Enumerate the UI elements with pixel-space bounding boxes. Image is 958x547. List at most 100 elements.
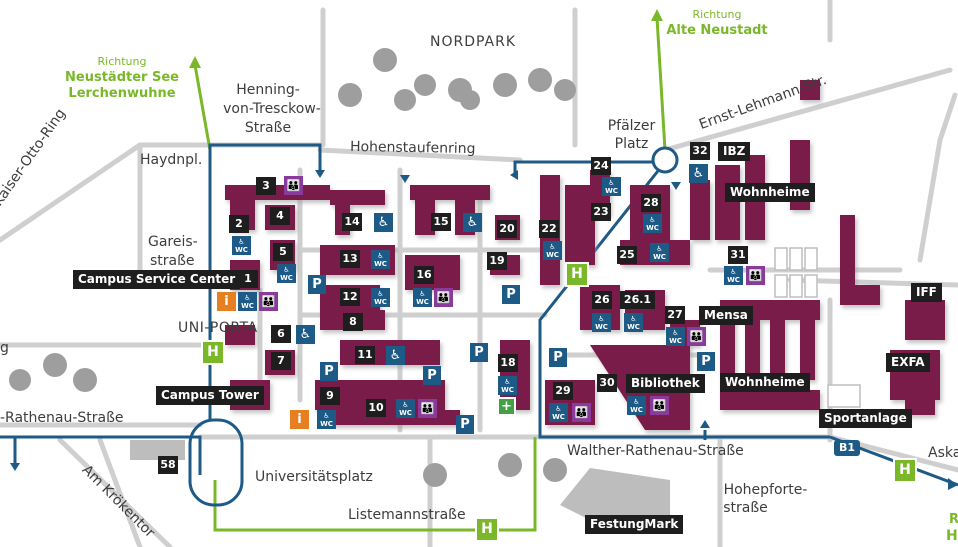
wheelchair-icon: ♿ <box>296 325 315 344</box>
stop-fragment-h: H <box>946 528 958 544</box>
building-number-3[interactable]: 3 <box>256 177 276 195</box>
wc-icon: ♿WC <box>371 288 390 307</box>
street-haydnpl: Haydnpl. <box>140 152 203 168</box>
label-wohnheime-lower[interactable]: Wohnheime <box>720 373 810 392</box>
label-bibliothek[interactable]: Bibliothek <box>626 374 705 393</box>
building-number-19[interactable]: 19 <box>487 252 507 270</box>
parking-icon[interactable]: P <box>456 415 474 434</box>
building-number-5[interactable]: 5 <box>273 243 293 261</box>
wc-icon: ♿WC <box>238 292 257 311</box>
info-icon[interactable]: i <box>290 410 309 429</box>
parking-icon[interactable]: P <box>320 362 338 381</box>
building-number-12[interactable]: 12 <box>340 288 360 306</box>
building-number-58[interactable]: 58 <box>158 456 178 474</box>
building-number-16[interactable]: 16 <box>414 266 434 284</box>
family-room-icon: 👪 <box>284 176 303 195</box>
family-room-icon: 👪 <box>687 327 706 346</box>
building-number-23[interactable]: 23 <box>591 203 611 221</box>
wc-icon: ♿WC <box>498 376 517 395</box>
building-number-32[interactable]: 32 <box>690 142 710 160</box>
label-campus-tower[interactable]: Campus Tower <box>156 386 264 405</box>
building-number-24[interactable]: 24 <box>591 157 611 175</box>
building-number-30[interactable]: 30 <box>597 374 617 392</box>
street-henning-line2: von-Tresckow- <box>223 101 321 117</box>
label-campus-service-center[interactable]: Campus Service Center <box>73 270 241 289</box>
wc-icon: ♿WC <box>627 396 646 415</box>
building-number-31[interactable]: 31 <box>728 246 748 264</box>
direction-top: Richtung Alte Neustadt <box>662 7 772 39</box>
family-room-icon: 👪 <box>418 399 437 418</box>
parking-icon[interactable]: P <box>697 352 715 371</box>
wc-icon: ♿WC <box>396 399 415 418</box>
building-number-26-1[interactable]: 26.1 <box>620 291 655 309</box>
direction-left-prefix: Richtung <box>97 55 147 68</box>
wheelchair-icon: ♿ <box>463 213 482 232</box>
label-wohnheime-upper[interactable]: Wohnheime <box>725 183 815 202</box>
street-hohenstaufenring: Hohenstaufenring <box>349 138 476 158</box>
label-ibz[interactable]: IBZ <box>718 142 751 161</box>
place-pfaelzer-line2: Platz <box>614 136 649 152</box>
building-number-9[interactable]: 9 <box>320 387 340 405</box>
family-room-icon: 👪 <box>650 396 669 415</box>
label-sportanlage[interactable]: Sportanlage <box>819 409 912 428</box>
area-label-universitaetsplatz: Universitätsplatz <box>255 469 373 485</box>
dorm-outlines <box>774 247 861 408</box>
wheelchair-icon: ♿ <box>386 346 405 365</box>
tram-stop-center[interactable]: H <box>565 262 589 287</box>
building-number-8[interactable]: 8 <box>343 313 363 331</box>
label-festungmark[interactable]: FestungMark <box>585 515 684 534</box>
parking-icon[interactable]: P <box>423 366 441 385</box>
building-number-10[interactable]: 10 <box>366 399 386 417</box>
building-number-22[interactable]: 22 <box>539 220 559 238</box>
parking-icon[interactable]: P <box>502 285 520 304</box>
building-number-18[interactable]: 18 <box>498 354 518 372</box>
street-gareis-line2: straße <box>150 253 195 269</box>
arrow-up-top <box>651 9 663 21</box>
tram-stop-east[interactable]: H <box>893 458 917 483</box>
building-number-29[interactable]: 29 <box>553 382 573 400</box>
direction-left-line2: Lerchenwuhne <box>68 86 176 101</box>
label-iff[interactable]: IFF <box>911 283 942 302</box>
trees <box>9 48 576 487</box>
street-fragment-g: g <box>0 340 9 356</box>
direction-right-fragment: R <box>948 512 958 527</box>
parking-icon[interactable]: P <box>549 348 567 367</box>
info-icon[interactable]: i <box>217 292 236 311</box>
street-henning-line1: Henning- <box>236 82 300 98</box>
building-number-27[interactable]: 27 <box>665 306 685 324</box>
buildings <box>225 80 945 430</box>
street-gareis-line1: Gareis- <box>148 234 198 250</box>
building-number-1[interactable]: 1 <box>238 270 258 288</box>
building-number-26[interactable]: 26 <box>592 291 612 309</box>
bus-line-b1-badge[interactable]: B1 <box>834 440 860 456</box>
wc-icon: ♿WC <box>549 403 568 422</box>
wc-icon: ♿WC <box>543 241 562 260</box>
building-number-4[interactable]: 4 <box>270 207 290 225</box>
family-room-icon: 👪 <box>259 292 278 311</box>
building-58-shape <box>130 440 185 460</box>
building-number-7[interactable]: 7 <box>271 352 291 370</box>
tram-stop-uniporta[interactable]: H <box>201 340 225 365</box>
wc-icon: ♿WC <box>232 236 251 255</box>
label-exfa[interactable]: EXFA <box>886 353 930 372</box>
building-number-28[interactable]: 28 <box>641 194 661 212</box>
building-number-6[interactable]: 6 <box>271 325 291 343</box>
direction-left-line1: Neustädter See <box>65 70 179 85</box>
tram-stop-listemann[interactable]: H <box>475 517 499 542</box>
parking-icon[interactable]: P <box>308 275 326 294</box>
building-number-13[interactable]: 13 <box>340 250 360 268</box>
building-number-20[interactable]: 20 <box>497 220 517 238</box>
building-number-2[interactable]: 2 <box>229 215 249 233</box>
family-room-icon: 👪 <box>572 403 591 422</box>
wc-icon: ♿WC <box>643 214 662 233</box>
first-aid-icon: + <box>497 397 516 416</box>
building-number-11[interactable]: 11 <box>355 346 375 364</box>
building-number-14[interactable]: 14 <box>342 213 362 231</box>
parking-icon[interactable]: P <box>470 343 488 362</box>
building-number-15[interactable]: 15 <box>431 213 451 231</box>
route-arrows <box>10 170 958 490</box>
label-mensa[interactable]: Mensa <box>699 306 753 325</box>
building-number-25[interactable]: 25 <box>617 246 637 264</box>
wc-icon: ♿WC <box>413 288 432 307</box>
